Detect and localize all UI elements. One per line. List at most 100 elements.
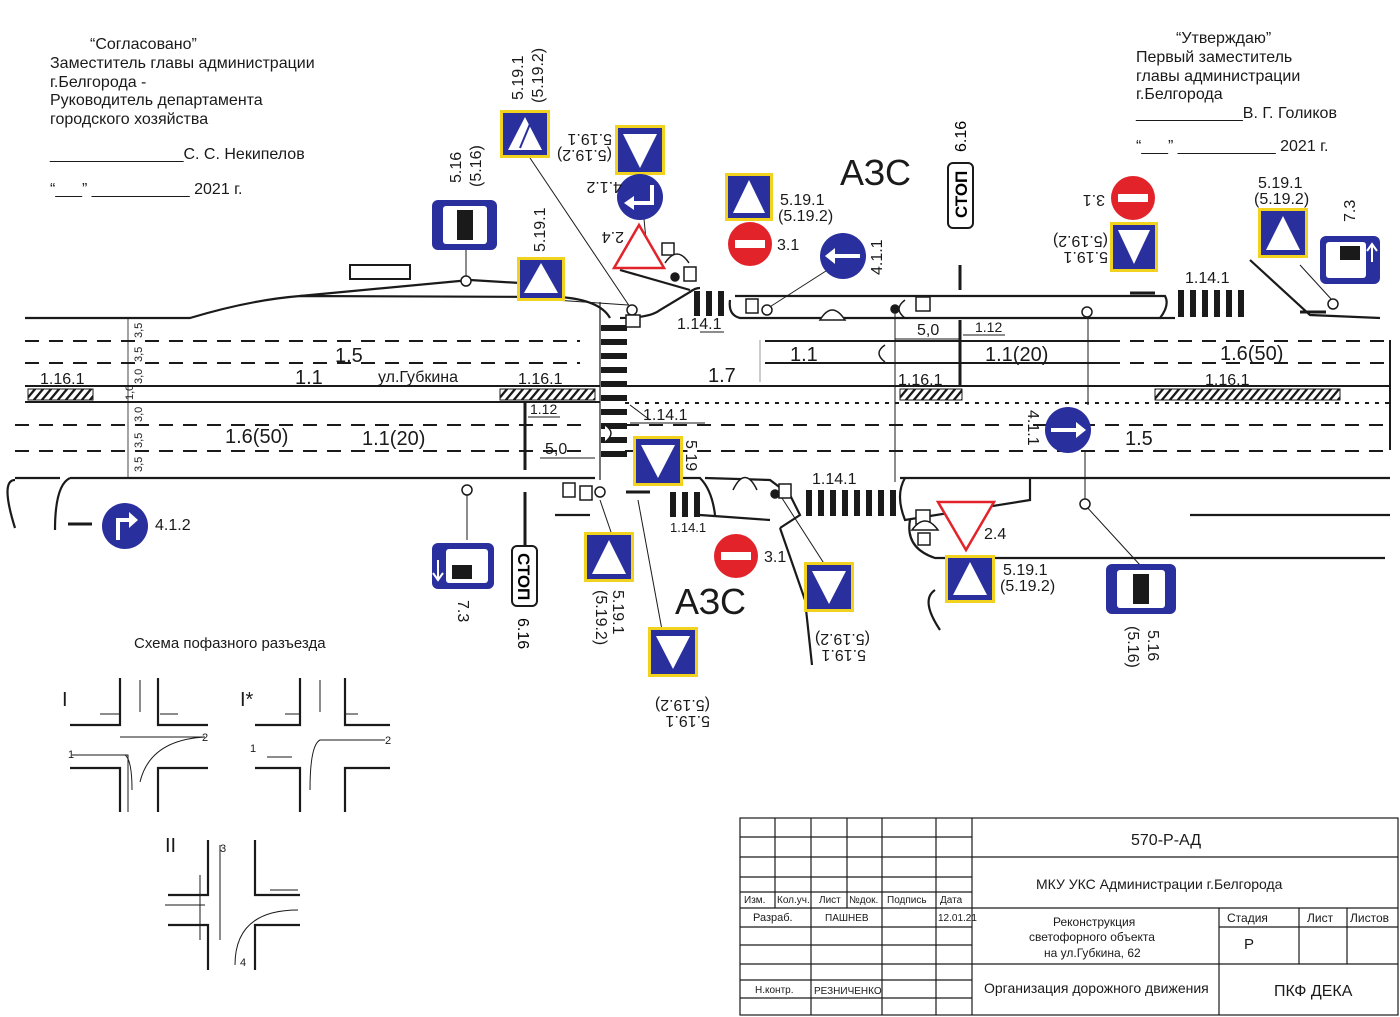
direction-signs <box>102 174 1091 549</box>
svg-text:5.19.1: 5.19.1 <box>532 207 549 252</box>
approval-right-title: “Утверждаю” <box>1176 30 1272 47</box>
developed-date: 12.01.21 <box>938 913 977 924</box>
lane-width: 3,5 <box>133 323 145 338</box>
pedestrian-sign-labels: 5.19.1 (5.19.2) 5.19.1 5.19.1 (5.19.2) 5… <box>510 48 1309 729</box>
sign-posts <box>460 272 1339 510</box>
marking-labels: 1.16.1 1.16.1 1.16.1 1.16.1 1.1 1.1 1.5 … <box>40 270 1283 535</box>
crosswalk-se <box>806 490 896 516</box>
marking-label: 1.16.1 <box>518 371 563 388</box>
svg-text:7.3: 7.3 <box>1342 200 1359 222</box>
norm-control-label: Н.контр. <box>755 985 794 996</box>
marking-label: 1.14.1 <box>1185 270 1230 287</box>
lane-width: 3,5 <box>133 457 145 472</box>
svg-text:(5.19.2): (5.19.2) <box>815 630 870 647</box>
marking-label: 1.12 <box>975 319 1002 335</box>
svg-text:(5.19.2): (5.19.2) <box>778 208 833 225</box>
developed-by: ПАШНЕВ <box>825 913 869 924</box>
svg-text:5.19.1: 5.19.1 <box>665 712 710 729</box>
crosswalk-south <box>670 492 700 517</box>
crosswalk-ne <box>1178 290 1244 317</box>
approval-left-line: г.Белгорода - <box>50 73 147 91</box>
approval-left-title: “Согласовано” <box>90 36 197 53</box>
lane-width: 3,5 <box>133 433 145 448</box>
phase-labels: I I* II <box>62 689 254 857</box>
lane-width: 1,0 <box>124 385 136 400</box>
approval-right-date: “___” ___________ 2021 г. <box>1136 137 1329 155</box>
marking-label: 1.16.1 <box>1205 372 1250 389</box>
approval-right-line: главы администрации <box>1136 67 1301 85</box>
marking-label: 1.14.1 <box>812 471 857 488</box>
marking-label: 1.7 <box>708 365 736 387</box>
direction-sign-labels: 4.1.2 4.1.2 4.1.1 4.1.1 <box>155 178 1041 534</box>
marking-label: 1.5 <box>1125 428 1153 450</box>
svg-text:5.19: 5.19 <box>682 440 699 471</box>
yield-labels: 2.4 2.4 <box>602 228 1007 543</box>
title-block: 570-Р-АД МКУ УКС Администрации г.Белгоро… <box>739 817 1399 1016</box>
service-info-signs <box>432 236 1380 589</box>
marking-label: 1.6(50) <box>225 426 288 448</box>
bus-stop-labels: 5.16 (5.16) 5.16 (5.16) <box>448 145 1161 668</box>
phase-arrows <box>72 680 385 966</box>
stamp-header: Дата <box>940 895 963 906</box>
approval-left-line: Руководитель департамента <box>50 92 263 110</box>
marking-label: 1.16.1 <box>40 371 85 388</box>
svg-text:(5.19.2): (5.19.2) <box>592 590 609 645</box>
lane-width: 3,5 <box>133 347 145 362</box>
stamp-header: №док. <box>849 895 878 906</box>
approval-left-date: “___” ___________ 2021 г. <box>50 180 243 198</box>
svg-text:I: I <box>62 689 68 711</box>
stamp-header: Подпись <box>887 895 927 906</box>
yield-signs <box>611 222 997 553</box>
svg-text:5.19.1: 5.19.1 <box>1063 248 1108 265</box>
stage-label: Стадия <box>1227 911 1268 925</box>
svg-text:(5.19.2): (5.19.2) <box>1254 191 1309 208</box>
lane-width: 3,0 <box>133 369 145 384</box>
marking-label: 1.1 <box>790 344 818 366</box>
svg-text:3.1: 3.1 <box>764 549 786 566</box>
crosswalks <box>601 290 1244 517</box>
marking-label: 1.1(20) <box>362 428 425 450</box>
svg-text:7.3: 7.3 <box>454 600 471 622</box>
document-code: 570-Р-АД <box>1131 832 1201 849</box>
approval-right: “Утверждаю” Первый заместитель главы адм… <box>1136 30 1337 158</box>
svg-text:1: 1 <box>68 749 74 761</box>
svg-text:2.4: 2.4 <box>602 228 624 245</box>
svg-text:4.1.1: 4.1.1 <box>869 239 886 275</box>
stamp-header: Изм. <box>744 895 765 906</box>
sheets-label: Листов <box>1350 911 1389 925</box>
svg-text:4.1.2: 4.1.2 <box>155 517 191 534</box>
svg-text:5.16: 5.16 <box>448 152 465 183</box>
dimension-label: 5,0 <box>917 322 939 339</box>
lane-solid <box>25 302 1391 480</box>
service-info-labels: 7.3 7.3 <box>454 200 1359 623</box>
gas-station-label: АЗС <box>675 581 746 622</box>
marking-label: 1.14.1 <box>677 316 722 333</box>
marking-label: 1.14.1 <box>670 520 706 535</box>
stop-line-sign: СТОП СТОП 6.16 6.16 <box>511 121 974 649</box>
svg-text:1: 1 <box>250 743 256 755</box>
svg-text:3.1: 3.1 <box>777 237 799 254</box>
lane-dashes <box>15 340 1390 452</box>
project-line: светофорного объекта <box>1029 930 1155 944</box>
phase-numbers: 1 2 1 2 3 4 <box>68 732 391 969</box>
marking-label: 1.12 <box>530 401 557 417</box>
svg-text:5.19.1: 5.19.1 <box>821 646 866 663</box>
approval-right-line: г.Белгорода <box>1136 86 1223 104</box>
no-entry-labels: 3.1 3.1 3.1 <box>764 191 1105 566</box>
pedestrian-crossing-sign <box>500 110 1308 677</box>
marking-label: 1.6(50) <box>1220 343 1283 365</box>
bus-stop-sign <box>432 200 1176 614</box>
svg-text:6.16: 6.16 <box>514 618 531 649</box>
traffic-lights <box>562 242 940 546</box>
marking-label: 1.1 <box>295 367 323 389</box>
marking-label: 1.14.1 <box>643 407 688 424</box>
stamp-header: Кол.уч. <box>777 895 810 906</box>
marking-label: 1.5 <box>335 345 363 367</box>
crosswalk-west <box>601 325 627 457</box>
svg-text:(5.19.2): (5.19.2) <box>1000 578 1055 595</box>
svg-text:(5.16): (5.16) <box>1124 626 1141 668</box>
sheet-label: Лист <box>1307 911 1334 925</box>
dimension-label: 5,0 <box>545 441 567 458</box>
